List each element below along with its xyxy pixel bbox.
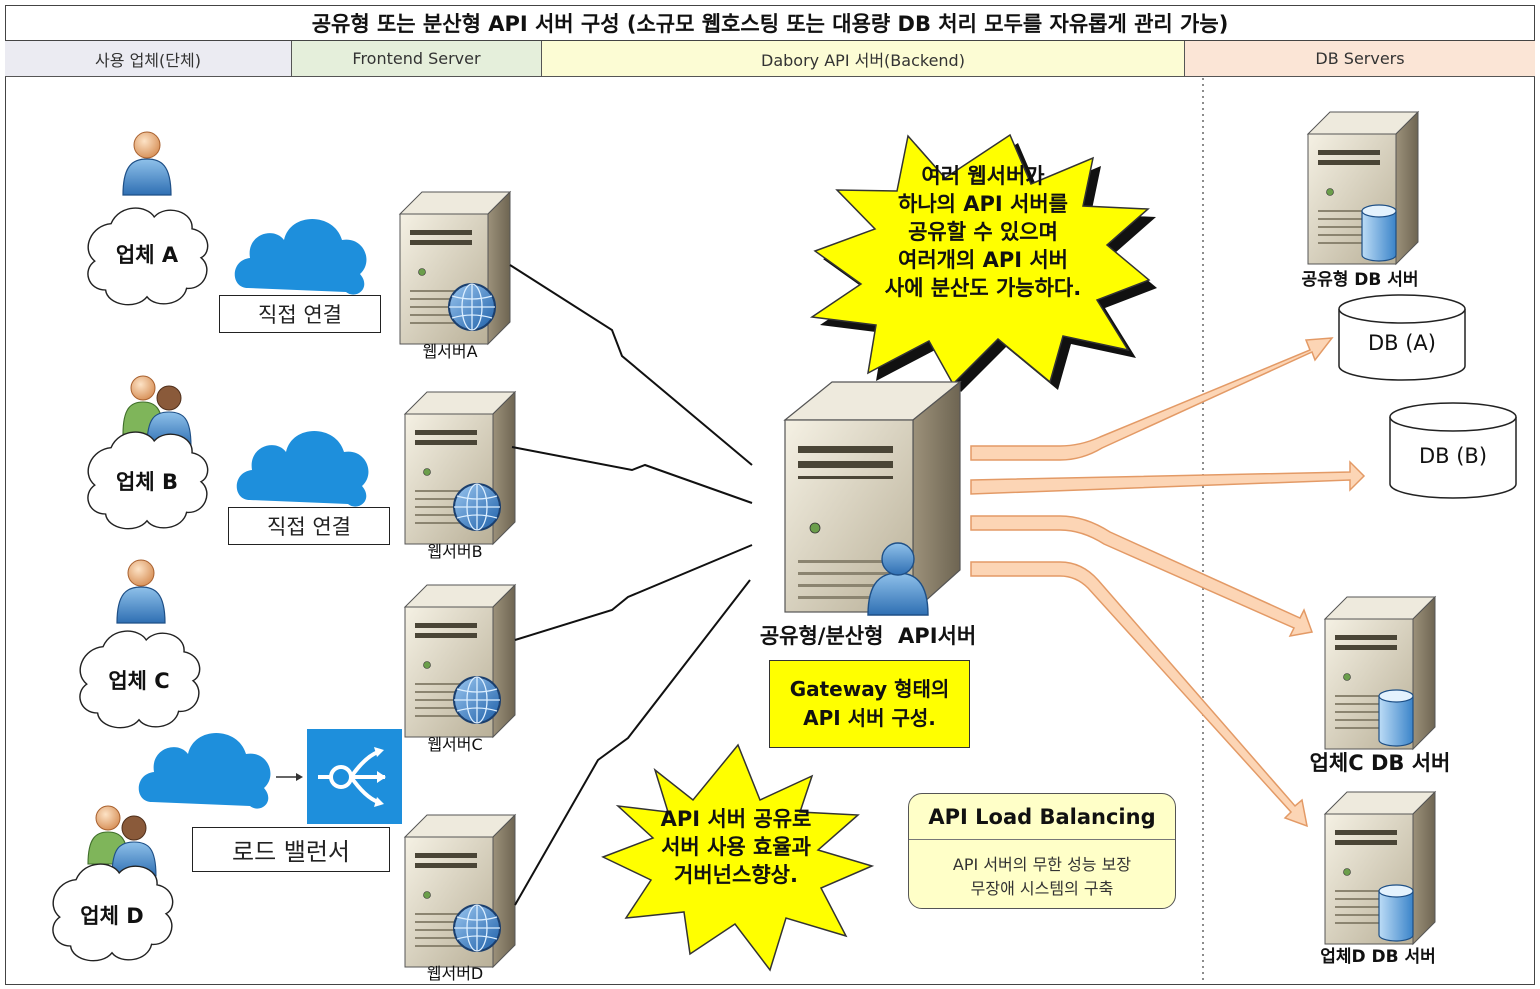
web-server-a-label: 웹서버A [422, 342, 478, 361]
load-balancer-box: 로드 밸런서 [192, 827, 390, 872]
diagram-frame [5, 5, 1535, 985]
db-a-cylinder [1338, 294, 1466, 381]
lane-label: DB Servers [1315, 49, 1405, 68]
db-b-cylinder [1389, 402, 1517, 499]
load-balancing-line2: 무장애 시스템의 구축 [970, 879, 1114, 898]
db-a-label: DB (A) [1367, 331, 1436, 355]
db-b-label: DB (B) [1418, 444, 1488, 468]
callout-top-text: 여러 웹서버가 하나의 API 서버를 공유할 수 있으며 여러개의 API 서… [884, 164, 1082, 300]
lane-label: Dabory API 서버(Backend) [761, 50, 965, 70]
starburst-top [809, 133, 1157, 392]
company-d-db-label: 업체D DB 서버 [1320, 947, 1436, 967]
load-balancer-icon [307, 729, 402, 824]
web-server-b-label: 웹서버B [427, 542, 483, 561]
client-c-label: 업체 C [108, 669, 170, 693]
lane-db: DB Servers [1185, 41, 1535, 77]
connection-lines [509, 264, 753, 906]
api-server-icon [783, 380, 962, 616]
web-server-c-label: 웹서버C [427, 735, 483, 754]
load-balancing-box: API Load Balancing API 서버의 무한 성능 보장 무장애 … [908, 793, 1176, 909]
callout-bottom-text: API 서버 공유로 서버 사용 효율과 거버넌스향상. [660, 807, 812, 887]
client-a-label: 업체 A [115, 243, 179, 267]
shared-db-label: 공유형 DB 서버 [1301, 270, 1419, 290]
lane-label: Frontend Server [352, 49, 481, 68]
web-server-d-label: 웹서버D [426, 964, 484, 983]
client-b-label: 업체 B [116, 470, 178, 494]
starburst-bottom [601, 743, 875, 972]
lane-backend: Dabory API 서버(Backend) [542, 41, 1185, 77]
company-c-db-label: 업체C DB 서버 [1309, 751, 1451, 775]
lane-clients: 사용 업체(단체) [5, 41, 292, 77]
client-d-label: 업체 D [80, 904, 144, 928]
api-server-label: 공유형/분산형 API서버 [759, 624, 977, 648]
db-arrows [970, 337, 1366, 828]
lane-label: 사용 업체(단체) [95, 50, 201, 70]
load-balancing-title: API Load Balancing [909, 794, 1175, 840]
lane-frontend: Frontend Server [292, 41, 542, 77]
gateway-box: Gateway 형태의 API 서버 구성. [769, 660, 970, 748]
load-balancing-line1: API 서버의 무한 성능 보장 [952, 855, 1132, 874]
direct-connection-b: 직접 연결 [228, 507, 390, 545]
direct-connection-a: 직접 연결 [219, 295, 381, 333]
diagram-title: 공유형 또는 분산형 API 서버 구성 (소규모 웹호스팅 또는 대용량 DB… [5, 5, 1535, 41]
